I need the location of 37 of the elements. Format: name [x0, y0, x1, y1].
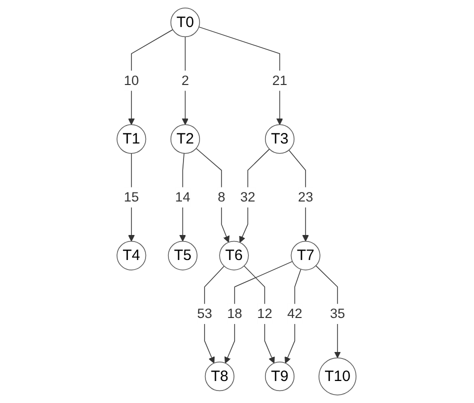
- node-circle: T5: [168, 240, 198, 270]
- arrow: [198, 26, 284, 125]
- arrow: [224, 261, 294, 364]
- node-circle: T3: [265, 124, 295, 154]
- arrow: [128, 29, 174, 125]
- node-circle: T8: [205, 362, 235, 392]
- arrow: [288, 150, 310, 242]
- node-circle: T9: [265, 362, 295, 392]
- edge-label: 53: [198, 306, 213, 322]
- arrow: [204, 266, 225, 364]
- node-circle: T0: [170, 8, 200, 38]
- arrow: [316, 265, 342, 358]
- node-circle: T7: [291, 240, 321, 270]
- edge-label: 2: [182, 72, 190, 88]
- edge-label: 14: [176, 189, 191, 204]
- node-circle: T2: [170, 124, 200, 154]
- arrow: [285, 268, 302, 364]
- edge-label: 15: [124, 189, 140, 204]
- edge-label: 12: [258, 306, 273, 322]
- arrow: [240, 148, 270, 243]
- arrow: [244, 266, 276, 364]
- arrow: [196, 148, 230, 243]
- edge-label: 42: [288, 306, 303, 322]
- arrow: [128, 153, 136, 242]
- edge-label: 21: [272, 72, 288, 88]
- edge-label: 32: [240, 189, 256, 204]
- node-circle: T4: [117, 240, 147, 270]
- edge-label: 23: [298, 189, 314, 204]
- arrow: [182, 36, 189, 125]
- edge-label: 10: [124, 72, 140, 88]
- node-circle: T1: [117, 124, 147, 154]
- edge-label: 35: [330, 306, 346, 322]
- edge-label: 8: [218, 189, 226, 204]
- node-circle: T6: [220, 240, 250, 270]
- arrow: [180, 153, 186, 242]
- node-circle: T10: [319, 357, 357, 396]
- edge-label: 18: [228, 306, 243, 322]
